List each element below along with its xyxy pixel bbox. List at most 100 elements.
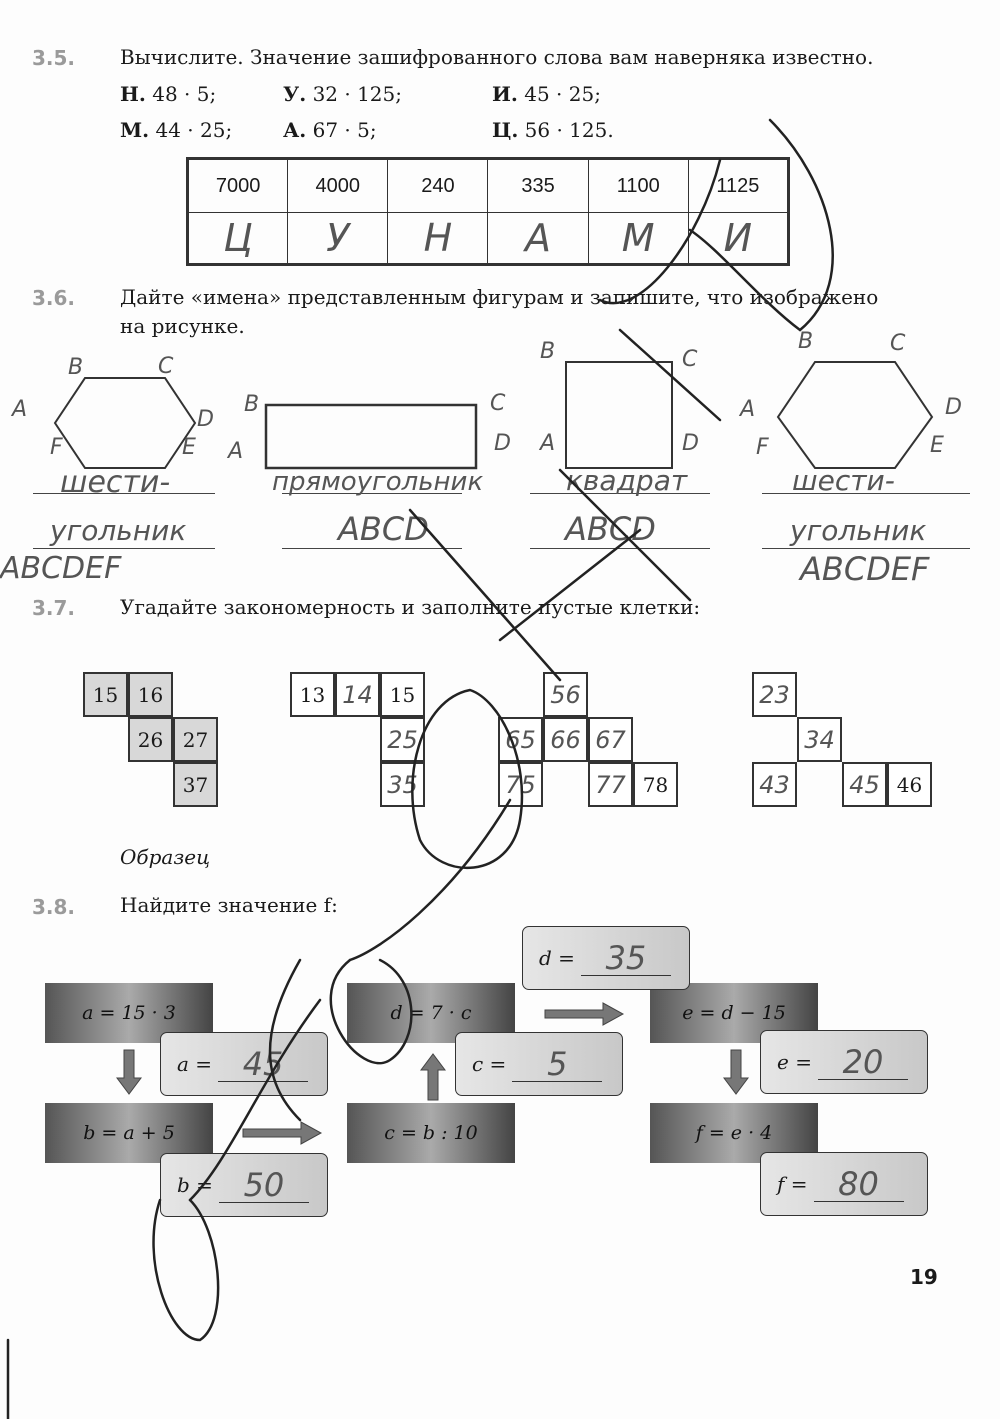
expression: Н. 48 · 5;: [120, 82, 216, 106]
letter-cell: У: [287, 212, 389, 265]
vertex-label: B: [798, 329, 814, 354]
answer-box: c =5: [455, 1032, 623, 1096]
handwritten-answer: угольник: [50, 514, 187, 547]
task-title: Найдите значение f:: [120, 893, 338, 917]
handwritten-number: 45: [849, 770, 880, 799]
vertex-label: A: [12, 397, 28, 422]
letter-cell: Ц: [186, 212, 289, 265]
grid-cell: 13: [290, 672, 335, 717]
grid-cell[interactable]: 25: [380, 717, 425, 762]
grid-cell[interactable]: 43: [752, 762, 797, 807]
answer-value[interactable]: 50: [218, 1168, 309, 1203]
expression: А. 67 · 5;: [283, 118, 377, 142]
handwritten-number: 34: [804, 725, 835, 754]
grid-cell[interactable]: 77: [588, 762, 633, 807]
task-title: Угадайте закономерность и заполните пуст…: [120, 595, 701, 619]
grid-cell: 37: [173, 762, 218, 807]
letter: У.: [283, 82, 307, 106]
vertex-label: C: [490, 391, 506, 416]
handwritten-answer: ABCD: [338, 510, 429, 548]
answer-label: f =: [777, 1172, 808, 1196]
handwritten-answer: угольник: [790, 514, 927, 547]
figures: [53, 361, 934, 470]
handwritten-answer: ABCDEF: [800, 550, 930, 588]
arrow-right-icon: [544, 1002, 625, 1026]
handwritten-number: 43: [759, 770, 790, 799]
grid-cell[interactable]: 56: [543, 672, 588, 717]
answer-box: f =80: [760, 1152, 928, 1216]
grid-cell: 46: [887, 762, 932, 807]
answer-label: d =: [539, 946, 575, 970]
letter-cell: Н: [387, 212, 489, 265]
handwritten-answer: ABCDEF: [0, 551, 122, 586]
handwritten-number: 75: [505, 770, 536, 799]
answer-box: a =45: [160, 1032, 328, 1096]
vertex-label: D: [945, 395, 962, 420]
answer-value[interactable]: 5: [512, 1047, 603, 1082]
handwritten-answer: шести-: [60, 465, 171, 500]
grid-cell: 26: [128, 717, 173, 762]
task-title: Вычислите. Значение зашифрованного слова…: [120, 45, 874, 69]
expr: 67 · 5;: [312, 118, 377, 142]
grid-cell[interactable]: 65: [498, 717, 543, 762]
rectangle: [264, 403, 478, 470]
answer-label: b =: [177, 1173, 213, 1197]
square: [565, 361, 673, 469]
task-number: 3.5.: [32, 46, 76, 70]
answer-line: [33, 548, 215, 549]
vertex-label: D: [682, 431, 699, 456]
letter: И.: [492, 82, 518, 106]
answer-label: a =: [177, 1052, 213, 1076]
answer-box: b =50: [160, 1153, 328, 1217]
vertex-label: F: [756, 435, 769, 460]
answer-value[interactable]: 80: [813, 1167, 904, 1202]
grid-cell[interactable]: 67: [588, 717, 633, 762]
grid-cell[interactable]: 34: [797, 717, 842, 762]
arrow-up-icon: [420, 1053, 446, 1101]
vertex-label: F: [50, 435, 63, 460]
grid-cell[interactable]: 75: [498, 762, 543, 807]
answer-label: e =: [777, 1050, 812, 1074]
answer-box: d =35: [522, 926, 690, 990]
answer-line: [282, 548, 462, 549]
letter: Ц.: [492, 118, 519, 142]
letter-cell: А: [487, 212, 589, 265]
hexagon-1: [53, 377, 197, 469]
handwritten-number: 35: [387, 770, 418, 799]
grid-cell[interactable]: 66: [543, 717, 588, 762]
grid-cell[interactable]: 45: [842, 762, 887, 807]
answer-value[interactable]: 20: [817, 1045, 908, 1080]
grid-cell[interactable]: 23: [752, 672, 797, 717]
vertex-label: A: [228, 439, 244, 464]
grid-cell[interactable]: 14: [335, 672, 380, 717]
value-cell: 7000: [186, 158, 289, 213]
grid-cell: 15: [380, 672, 425, 717]
vertex-label: E: [182, 435, 196, 460]
letter: М.: [120, 118, 150, 142]
sample-caption: Образец: [120, 845, 211, 869]
answer-line: [762, 493, 970, 494]
arrow-down-icon: [723, 1049, 749, 1095]
grid-cell: 16: [128, 672, 173, 717]
vertex-label: A: [740, 397, 756, 422]
answer-line: [762, 548, 970, 549]
handwritten-number: 23: [759, 680, 790, 709]
vertex-label: B: [244, 392, 260, 417]
expr: 44 · 25;: [155, 118, 233, 142]
answer-value[interactable]: 45: [218, 1047, 309, 1082]
vertex-label: C: [158, 354, 174, 379]
vertex-label: C: [890, 331, 906, 356]
value-cell: 335: [487, 158, 589, 213]
handwritten-number: 25: [387, 725, 418, 754]
expression: У. 32 · 125;: [283, 82, 402, 106]
handwritten-number: 14: [342, 680, 373, 709]
answer-line: [282, 493, 462, 494]
answer-value[interactable]: 35: [580, 941, 671, 976]
grid-cell[interactable]: 35: [380, 762, 425, 807]
arrow-right-icon: [242, 1121, 323, 1145]
task-number: 3.8.: [32, 895, 76, 919]
expr: 56 · 125.: [524, 118, 614, 142]
handwritten-answer: шести-: [792, 464, 895, 497]
page-number: 19: [910, 1265, 938, 1289]
